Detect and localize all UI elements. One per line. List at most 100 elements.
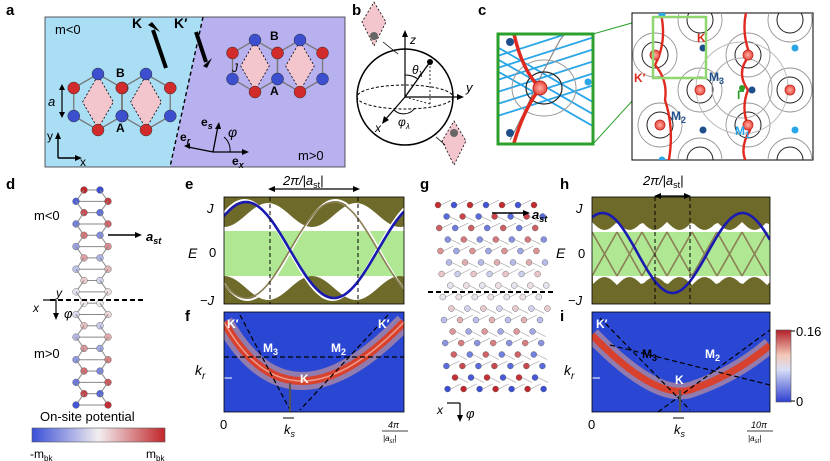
- M2-label-i: M2: [705, 347, 720, 363]
- period-label-e: 2π/|ast|: [282, 173, 324, 190]
- ex-label: ex: [232, 154, 245, 170]
- valley-point: [654, 119, 666, 131]
- panel-f: K′ K′ M3 M2 K kr 0 ks 4π |ast|: [195, 311, 408, 445]
- ribbon-site: [439, 293, 446, 301]
- ribbon-site: [511, 282, 518, 289]
- K-arrow: [151, 29, 168, 69]
- lattice-site: [67, 109, 81, 123]
- panel-label-b: b: [352, 2, 362, 19]
- ribbon-site: [515, 374, 523, 381]
- tick-0-h: 0: [578, 246, 585, 261]
- zoom-region-marker: [651, 15, 708, 80]
- ribbon-site: [492, 385, 499, 393]
- ribbon-site: [498, 351, 505, 358]
- ylabel-E-e: E: [188, 245, 198, 261]
- lattice-site: [91, 123, 105, 137]
- ribbon-site: [512, 305, 519, 312]
- Gamma-point: [739, 85, 745, 91]
- K-prime-point-label: K′: [634, 71, 646, 85]
- ribbon-site: [488, 316, 496, 324]
- ribbon-site: [442, 339, 449, 347]
- ribbon-site: [540, 385, 547, 393]
- x-tick-0-f: 0: [220, 417, 227, 432]
- x-axis-label: x: [80, 155, 86, 169]
- ribbon-site: [539, 362, 546, 370]
- green-gap-band-h: [592, 232, 770, 276]
- ribbon-site: [528, 305, 535, 312]
- panel-label-c: c: [478, 2, 487, 19]
- M3-label: M3: [709, 70, 724, 86]
- tick-J-e: J: [206, 201, 214, 216]
- ribbon-site: [533, 247, 540, 255]
- tick-minusJ-h: −J: [568, 293, 583, 308]
- phi-label-d: φ: [64, 306, 73, 321]
- cbar-max-label: mbk: [146, 447, 165, 461]
- colorbar-title: On-site potential: [40, 409, 135, 424]
- panel-label-f: f: [185, 308, 190, 325]
- ribbon-site: [486, 270, 493, 278]
- es-label: es: [201, 115, 213, 131]
- ribbon-site: [434, 201, 442, 209]
- panel-g: ast x φ: [428, 199, 555, 422]
- ribbon-site: [504, 316, 512, 324]
- lattice-site: [271, 72, 284, 86]
- phi-label-g: φ: [466, 406, 475, 421]
- ribbon-site: [529, 328, 536, 335]
- ylabel-E-h: E: [556, 245, 566, 261]
- phi-label: φ: [228, 124, 237, 140]
- lattice-site: [271, 46, 284, 60]
- ribbon-site: [535, 293, 542, 301]
- y-label-d: y: [55, 286, 63, 300]
- ribbon-site: [481, 328, 488, 335]
- ribbon-site: [490, 339, 497, 347]
- edge-state-blue-h: [592, 211, 770, 295]
- ribbon-site: [514, 351, 521, 358]
- ribbon-site: [499, 374, 507, 381]
- ribbon-site: [471, 293, 478, 301]
- ribbon-site: [507, 213, 514, 220]
- ribbon-site: [477, 259, 485, 266]
- panel-d: ast m<0 m>0 x y φ On-site potential -mbk…: [30, 186, 165, 461]
- K-label-f: K: [300, 372, 309, 386]
- tick-minusJ-e: −J: [200, 293, 215, 308]
- ribbon-site: [458, 339, 465, 347]
- x-tick-end-den-i: |ast|: [748, 434, 761, 445]
- sublattice-A-left: A: [116, 121, 125, 135]
- intensity-colorbar: [775, 329, 792, 403]
- K-label-i: K: [675, 373, 684, 387]
- ribbon-site: [459, 362, 466, 370]
- ribbon-site: [448, 305, 455, 312]
- ribbon-site: [72, 401, 80, 409]
- ribbon-site: [525, 259, 533, 266]
- panel-e: 2π/|ast| J 0 −J E: [188, 173, 405, 308]
- lattice-site: [163, 81, 177, 95]
- ribbon-site: [463, 282, 470, 289]
- valley-point: [694, 84, 706, 96]
- ribbon-site: [450, 201, 458, 209]
- ribbon-site: [496, 305, 503, 312]
- ribbon-site: [540, 236, 547, 243]
- ribbon-site: [484, 224, 491, 232]
- x-tick-end-num-i: 10π: [751, 420, 768, 430]
- ribbon-site: [445, 259, 453, 266]
- ribbon-site: [530, 201, 538, 209]
- K-label: K: [132, 15, 142, 31]
- x-tick-0-i: 0: [588, 417, 595, 432]
- ribbon-site: [524, 385, 531, 393]
- ribbon-site: [475, 213, 482, 220]
- ribbon-site: [449, 328, 456, 335]
- ribbon-site: [543, 282, 550, 289]
- ribbon-site: [519, 293, 526, 301]
- period-label-h: 2π/|ast|: [642, 173, 684, 190]
- panel-i: K′ M3 M2 K kr 0 ks 10π |ast| 0.16 0: [564, 311, 821, 445]
- ribbon-site: [500, 224, 507, 232]
- ribbon-site: [460, 236, 467, 243]
- ribbon-site: [524, 236, 531, 243]
- domain-wall: [169, 16, 204, 168]
- ylabel-kr-f: kr: [195, 362, 206, 382]
- K-prime-left-f: K′: [227, 317, 239, 331]
- ribbon-site: [469, 247, 476, 255]
- ribbon-site: [531, 374, 539, 381]
- lattice-constant-label: a: [48, 94, 55, 109]
